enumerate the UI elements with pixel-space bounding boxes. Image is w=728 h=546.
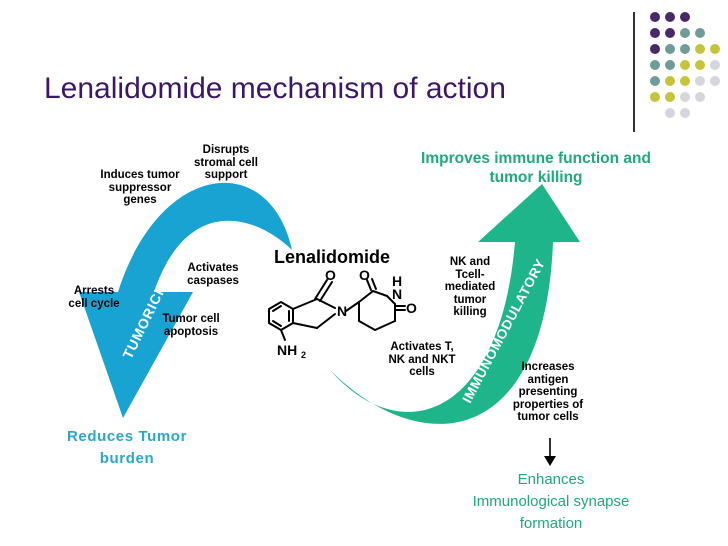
down-arrow-icon: [544, 438, 556, 466]
atom-o-imide-right: O: [406, 300, 417, 316]
label-increases-antigen: Increases antigen presenting properties …: [512, 361, 584, 423]
atom-o-imide-top: O: [359, 267, 370, 283]
atom-h: H: [392, 273, 402, 289]
label-nk-tcell-killing: NK and Tcell-mediated tumor killing: [444, 256, 496, 318]
decorative-dot-grid: [650, 12, 720, 118]
atom-o-lactam: O: [325, 267, 336, 283]
atom-n-imide: N: [392, 286, 402, 302]
result-reduces-tumor: Reduces Tumor burden: [66, 428, 188, 467]
label-activates-caspases: Activates caspases: [187, 262, 239, 287]
tumoricidal-arrow: [79, 182, 292, 418]
label-improves-immune: Improves immune function and tumor killi…: [421, 150, 651, 186]
label-tumor-apoptosis: Tumor cell apoptosis: [162, 313, 220, 338]
immunomodulatory-arrow: [330, 184, 580, 424]
atom-nh: NH: [277, 342, 297, 358]
lenalidomide-structure: O O O N H N NH 2: [268, 267, 417, 360]
result-enhances-synapse: Enhances Immunological synapse formation: [472, 471, 630, 532]
label-disrupts-stroma: Disrupts stromal cell support: [194, 144, 258, 181]
decorative-divider: [633, 12, 635, 132]
label-activates-cells: Activates T, NK and NKT cells: [388, 341, 456, 378]
slide-title: Lenalidomide mechanism of action: [44, 72, 506, 105]
label-arrests-cycle: Arrests cell cycle: [68, 285, 120, 310]
atom-n-ring: N: [337, 303, 347, 319]
label-induces-genes: Induces tumor suppressor genes: [100, 169, 180, 206]
drug-name: Lenalidomide: [274, 247, 391, 267]
atom-subscript-2: 2: [301, 350, 306, 360]
